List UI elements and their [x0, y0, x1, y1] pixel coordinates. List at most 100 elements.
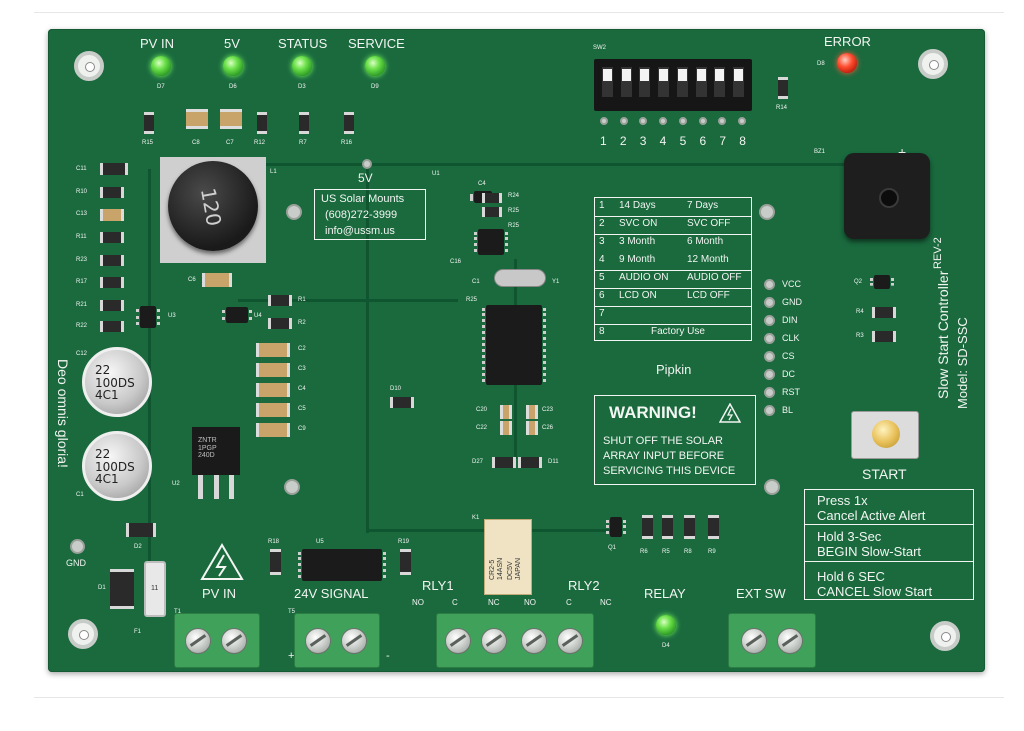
designator: R18 — [268, 539, 280, 545]
dip-number: 3 — [639, 134, 647, 148]
screw-terminal[interactable] — [221, 628, 247, 654]
designator: C8 — [192, 140, 200, 146]
label-24v-signal: 24V SIGNAL — [294, 586, 369, 601]
capacitor — [100, 209, 124, 221]
dip-switch-number-row: 1 2 3 4 5 6 7 8 — [600, 135, 746, 147]
company-email: info@ussm.us — [325, 225, 395, 237]
dip-row-number: 7 — [599, 308, 605, 319]
screw-terminal[interactable] — [341, 628, 367, 654]
start-button[interactable] — [851, 411, 919, 459]
resistor — [100, 232, 124, 243]
designator: C2 — [298, 346, 306, 352]
designator: C12 — [76, 351, 88, 357]
resistor — [100, 300, 124, 311]
inductor-marking: 120 — [195, 186, 227, 228]
display-pin: DIN — [764, 313, 824, 330]
dip-option-off: 7 Days — [687, 200, 719, 211]
dip-lever[interactable] — [602, 67, 613, 97]
designator: R22 — [76, 323, 88, 329]
service-led — [365, 56, 385, 76]
screw-terminal[interactable] — [185, 628, 211, 654]
capacitor — [256, 383, 290, 397]
dip-switch[interactable] — [594, 59, 752, 111]
designator: R24 — [508, 193, 520, 199]
dip-pin-row — [600, 117, 746, 125]
pin-label: RST — [782, 387, 800, 397]
dip-lever[interactable] — [639, 67, 651, 97]
screw-terminal[interactable] — [305, 628, 331, 654]
screw-terminal[interactable] — [521, 628, 547, 654]
transistor — [870, 275, 894, 289]
dip-lever[interactable] — [676, 67, 688, 97]
revision-label: REV-2 — [932, 237, 944, 269]
designator: C1 — [472, 279, 480, 285]
designator: R17 — [76, 279, 88, 285]
dip-option-off: SVC OFF — [687, 218, 731, 229]
relay-k1: CR2-5 14ASN DC5V JAPAN — [484, 519, 532, 595]
screw-terminal[interactable] — [741, 628, 767, 654]
error-led — [837, 53, 857, 73]
dip-option-on: Factory Use — [651, 326, 705, 337]
electrolytic-capacitor-c12: 22 100DS 4C1 — [82, 347, 152, 417]
capacitor — [256, 403, 290, 417]
dip-lever[interactable] — [732, 67, 744, 97]
via-pad — [286, 204, 302, 220]
dip-lever[interactable] — [620, 67, 632, 97]
capacitor — [202, 273, 232, 287]
start-button-cap[interactable] — [872, 420, 900, 448]
5v-label: 5V — [358, 171, 373, 185]
designator: D11 — [548, 459, 559, 465]
resistor — [100, 277, 124, 288]
5v-test-pad — [362, 159, 372, 169]
status-led — [292, 56, 312, 76]
reg-marking: ZNTR — [198, 437, 217, 444]
screw-terminal[interactable] — [445, 628, 471, 654]
gnd-test-pad — [70, 539, 85, 554]
resistor — [299, 112, 309, 134]
designator: C1 — [76, 492, 84, 498]
resistor — [778, 77, 788, 99]
dip-row: 1 14 Days 7 Days — [595, 198, 751, 217]
dip-lever[interactable] — [658, 67, 670, 97]
terminal-block-relays[interactable] — [436, 613, 594, 668]
designator: R15 — [142, 140, 154, 146]
designator: D4 — [662, 643, 670, 649]
relay-marking: 14ASN — [496, 557, 504, 580]
terminal-block-24v-signal[interactable] — [294, 613, 380, 668]
terminal-block-ext-sw[interactable] — [728, 613, 816, 668]
designator: R11 — [76, 234, 87, 240]
dip-option-off: 12 Month — [687, 254, 729, 265]
designator: U4 — [254, 313, 262, 319]
designator: R21 — [76, 302, 88, 308]
pin — [698, 117, 707, 125]
designator: Y1 — [552, 279, 560, 285]
designator: C20 — [476, 407, 488, 413]
terminal-block-pv-in[interactable] — [174, 613, 260, 668]
label-rly2: RLY2 — [568, 578, 600, 593]
dip-lever[interactable] — [714, 67, 726, 97]
designator: R6 — [640, 549, 648, 555]
instruction-line: BEGIN Slow-Start — [817, 544, 922, 559]
relay-marking: DC5V — [507, 561, 514, 580]
pin-label: DC — [782, 369, 795, 379]
cap-series: 100DS — [95, 375, 135, 390]
designator: U1 — [432, 171, 440, 177]
photo-top-edge — [34, 12, 1004, 13]
designator: R9 — [708, 549, 716, 555]
instruction-line: Cancel Active Alert — [817, 508, 926, 523]
diode — [390, 397, 414, 408]
screw-terminal[interactable] — [481, 628, 507, 654]
pin — [737, 117, 746, 125]
electrolytic-capacitor-c1: 22 100DS 4C1 — [82, 431, 152, 501]
dip-row-number: 6 — [599, 290, 605, 301]
screw-terminal[interactable] — [557, 628, 583, 654]
screw-terminal[interactable] — [777, 628, 803, 654]
trace-top — [168, 163, 888, 166]
label-pv-in-terminal: PV IN — [202, 586, 236, 601]
resistor — [344, 112, 354, 134]
display-pin: VCC — [764, 277, 824, 294]
designator: L1 — [270, 169, 277, 175]
instruction-box-press: Press 1x Cancel Active Alert — [804, 489, 974, 525]
dip-lever[interactable] — [695, 67, 707, 97]
cap-value: 22 — [95, 447, 111, 461]
